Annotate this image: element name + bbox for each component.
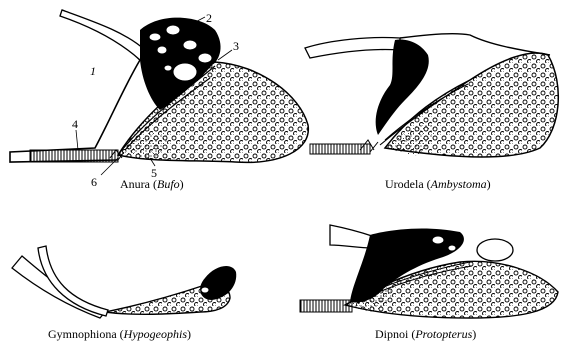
dipnoi-atrium-hole xyxy=(448,245,456,251)
anura-atrium-hole xyxy=(173,63,197,81)
panel-gymnophiona: Gymnophiona (Hypogeophis) xyxy=(12,246,236,341)
panel-anura: 1 2 3 4 5 6 Anura (Bufo) xyxy=(10,10,308,191)
anura-outer-wall xyxy=(10,10,140,162)
label-1: 1 xyxy=(90,64,96,78)
gymnophiona-atrium xyxy=(200,266,236,300)
label-6: 6 xyxy=(91,175,97,189)
label-2: 2 xyxy=(206,11,212,25)
anura-atrium-hole xyxy=(157,46,167,54)
urodela-top-vessel xyxy=(305,37,400,58)
label-4: 4 xyxy=(72,117,78,131)
anura-atrium-hole xyxy=(198,53,212,63)
panel-dipnoi: Dipnoi (Protopterus) xyxy=(300,225,558,341)
caption-anura: Anura (Bufo) xyxy=(120,177,184,191)
caption-gymnophiona: Gymnophiona (Hypogeophis) xyxy=(48,327,191,341)
caption-dipnoi: Dipnoi (Protopterus) xyxy=(375,327,476,341)
dipnoi-white-sac xyxy=(477,239,513,261)
anura-atrium-hole xyxy=(164,65,172,71)
dipnoi-atrium-hole xyxy=(432,236,444,244)
anura-upper-vessel xyxy=(60,10,145,60)
anura-conus-hatched xyxy=(30,150,118,162)
anura-atrium-hole xyxy=(183,40,197,50)
anura-atrium-hole xyxy=(149,33,161,41)
dipnoi-conus-hatched xyxy=(300,300,352,312)
label-3: 3 xyxy=(233,39,239,53)
panel-urodela: Urodela (Ambystoma) xyxy=(305,34,558,191)
dipnoi-top-vessel xyxy=(330,225,372,248)
caption-urodela: Urodela (Ambystoma) xyxy=(385,177,491,191)
anura-atrium-hole xyxy=(166,25,180,35)
